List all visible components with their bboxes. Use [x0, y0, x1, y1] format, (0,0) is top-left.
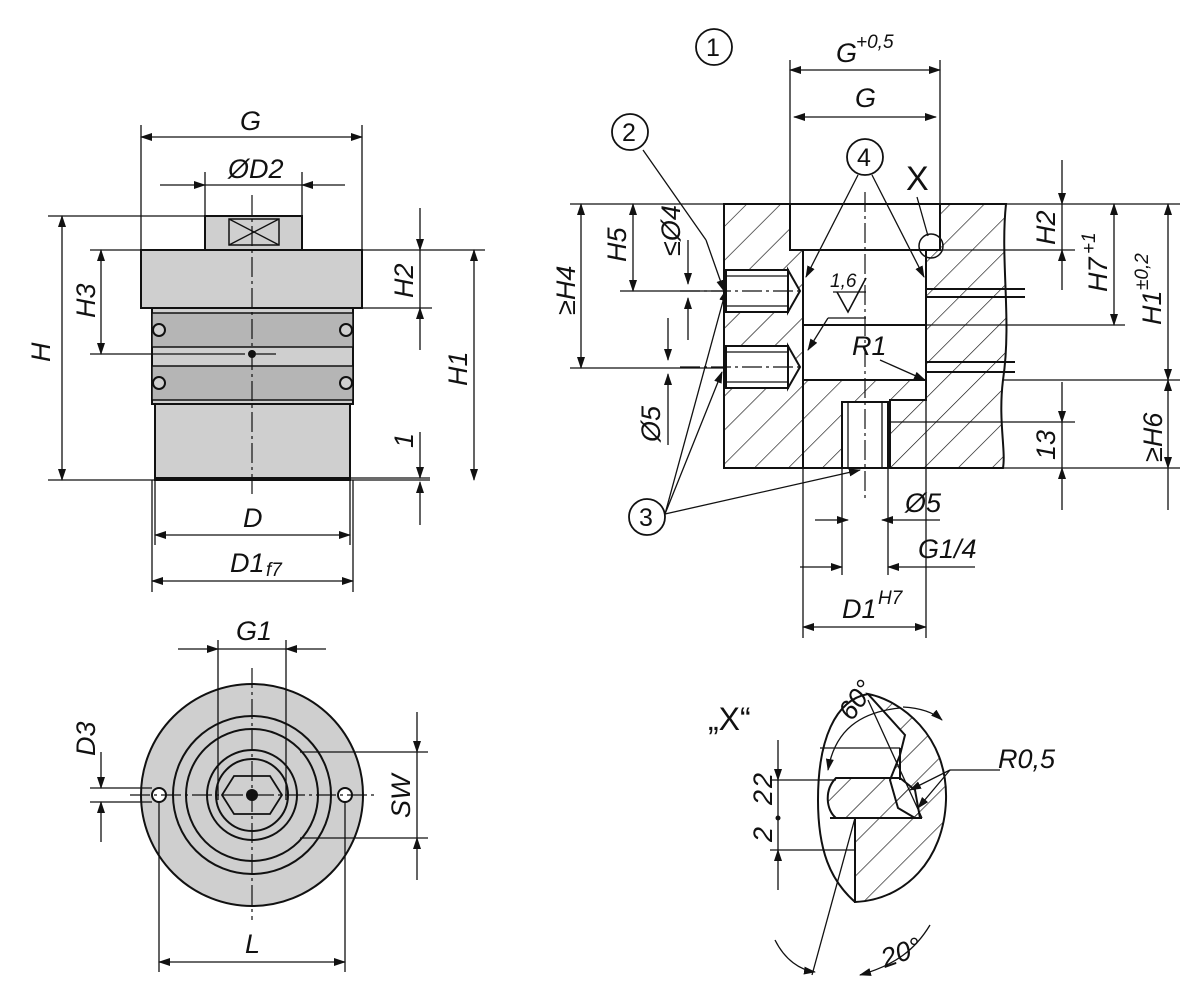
svg-text:3: 3	[639, 504, 653, 532]
sec-h1-label: H1	[1137, 290, 1167, 325]
callout-4: 4	[846, 138, 884, 176]
side-d1-tol: f7	[266, 560, 283, 581]
top-d3-label: D3	[71, 721, 101, 756]
sec-h7-sup: +1	[1079, 232, 1100, 254]
top-g1-label: G1	[236, 616, 272, 646]
callout-2: 2	[611, 113, 649, 151]
sec-h2-label: H2	[1031, 210, 1061, 245]
svg-text:2: 2	[622, 119, 636, 147]
sec-h5-label: H5	[602, 227, 632, 262]
sec-h1-sup: ±0,2	[1132, 253, 1153, 290]
side-h-label: H	[26, 342, 56, 362]
detail-20: 20°	[876, 931, 926, 974]
section-view: G +0,5 G X 1,6 R1 ≥H4 H5 ≤Ø4 Ø5	[551, 28, 1180, 638]
side-h2-label: H2	[389, 263, 419, 298]
side-h1-label: H1	[443, 351, 473, 386]
top-sw-label: SW	[386, 772, 416, 818]
detail-r05: R0,5	[998, 744, 1056, 774]
sec-g-tol-label: G	[836, 38, 857, 68]
detail-x-view: „X“ 2 2 2 60° R0,5 20°	[708, 675, 1056, 976]
sec-h7-label: H7	[1083, 257, 1113, 292]
detail-2a: 2	[748, 790, 778, 806]
side-d-label: D	[243, 503, 263, 533]
sec-d1-label: D1	[842, 594, 877, 624]
sec-d4-label: ≤Ø4	[656, 205, 686, 256]
side-d1-label: D1	[230, 548, 265, 578]
sec-d5-bottom-label: Ø5	[904, 488, 942, 518]
sec-d5-left-label: Ø5	[636, 405, 666, 443]
detail-2b: 2	[748, 773, 778, 789]
sec-g-label: G	[855, 83, 876, 113]
sec-13-label: 13	[1031, 430, 1061, 460]
sec-g-tol-sup: +0,5	[856, 32, 894, 53]
top-l-label: L	[245, 929, 260, 959]
sec-g14-label: G1/4	[918, 534, 977, 564]
svg-text:4: 4	[857, 144, 871, 172]
sec-x-label: X	[906, 160, 929, 198]
top-view: G1 D3 SW L	[71, 616, 428, 972]
svg-text:1: 1	[706, 34, 720, 62]
callout-3: 3	[628, 498, 666, 536]
side-view: G ØD2 H H3 H2 H1 1 D D1 f7	[26, 106, 485, 592]
sec-d1-sup: H7	[878, 588, 904, 609]
side-1-label: 1	[389, 433, 419, 448]
side-g-label: G	[240, 106, 261, 136]
sec-h6-label: ≥H6	[1138, 412, 1168, 462]
callout-1: 1	[695, 28, 733, 66]
side-h3-label: H3	[71, 283, 101, 318]
hex-mark	[228, 218, 280, 246]
sec-rough-label: 1,6	[830, 271, 857, 292]
sec-h4-label: ≥H4	[551, 266, 581, 315]
detail-60: 60°	[832, 675, 880, 726]
sec-r1-label: R1	[852, 331, 887, 361]
detail-2c: 2	[748, 827, 778, 843]
detail-title: „X“	[708, 701, 751, 737]
side-d2-label: ØD2	[227, 154, 284, 184]
